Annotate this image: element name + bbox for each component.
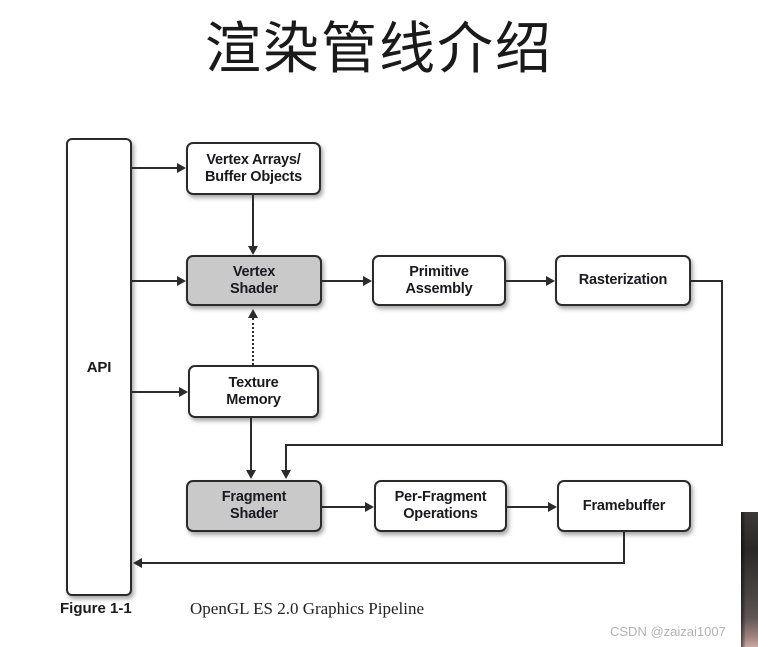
node-texture-memory[interactable]: Texture Memory [188,365,319,418]
node-fragment-shader[interactable]: Fragment Shader [186,480,322,532]
node-primitive-assembly[interactable]: Primitive Assembly [372,255,506,306]
arrowhead-api-to-vertex-arrays [177,163,186,173]
node-texture-memory-label: Texture Memory [222,375,284,409]
arrowhead-api-to-vertex-shader [177,276,186,286]
node-vao-line2: Buffer Objects [204,168,303,185]
node-rasterization[interactable]: Rasterization [555,255,691,306]
node-vshader-line2: Shader [230,280,278,297]
edge-vertex-arrays-to-vertex-shader [252,195,254,247]
edge-texture-memory-to-vertex-shader-dotted [252,318,254,365]
arrowhead-vertex-arrays-to-vertex-shader [248,246,258,255]
arrowhead-api-to-texture-memory [179,387,188,397]
edge-fragment-shader-to-per-fragment-operations [322,506,368,508]
node-perfrag-line2: Operations [403,506,478,522]
figure-caption-text: OpenGL ES 2.0 Graphics Pipeline [190,599,425,618]
edge-api-to-vertex-shader [132,280,180,282]
node-api-label: API [86,358,112,376]
node-per-fragment-operations[interactable]: Per-Fragment Operations [374,480,507,532]
edge-vertex-shader-to-primitive-assembly [322,280,366,282]
node-per-fragment-operations-label: Per-Fragment Operations [391,489,491,523]
node-framebuffer[interactable]: Framebuffer [557,480,691,532]
node-perfrag-line1: Per-Fragment [394,489,487,505]
figure-caption-number: Figure 1-1 [60,600,132,617]
node-vertex-shader[interactable]: Vertex Shader [186,255,322,306]
edge-rasterization-exit [691,280,723,282]
edge-rasterization-across [285,444,723,446]
edge-api-to-vertex-arrays [132,167,180,169]
node-texmem-line1: Texture [228,374,279,391]
node-api[interactable]: API [66,138,132,596]
arrowhead-framebuffer-to-api [133,558,142,568]
node-fshader-line1: Fragment [221,489,287,505]
edge-framebuffer-to-api [142,562,625,564]
edge-api-to-texture-memory [132,391,182,393]
page-title: 渲染管线介绍 [205,19,553,81]
node-vertex-arrays-label: Vertex Arrays/ Buffer Objects [201,152,306,186]
node-prim-line2: Assembly [405,280,473,297]
arrowhead-texture-memory-to-fragment-shader [246,470,256,479]
arrowhead-texture-memory-to-vertex-shader [248,309,258,318]
arrowhead-vertex-shader-to-primitive-assembly [363,276,372,286]
node-fragment-shader-label: Fragment Shader [218,489,290,523]
node-rasterization-label: Rasterization [578,272,668,288]
edge-per-fragment-operations-to-framebuffer [507,506,551,508]
edge-framebuffer-down [623,532,625,564]
arrowhead-primitive-assembly-to-rasterization [546,276,555,286]
node-texmem-line2: Memory [226,391,281,408]
arrowhead-per-fragment-operations-to-framebuffer [548,502,557,512]
node-framebuffer-label: Framebuffer [582,497,666,514]
node-primitive-assembly-label: Primitive Assembly [402,264,477,298]
node-vshader-line1: Vertex [232,263,276,280]
node-vao-line1: Vertex Arrays/ [206,151,301,168]
node-vertex-arrays-buffer-objects[interactable]: Vertex Arrays/ Buffer Objects [186,142,321,195]
arrowhead-rasterization-to-fragment-shader [281,470,291,479]
edge-rasterization-down [721,280,723,446]
edge-texture-memory-to-fragment-shader [250,418,252,472]
edge-rasterization-into-fragment-shader [285,444,287,472]
csdn-watermark: CSDN @zaizai1007 [610,624,726,639]
node-fshader-line2: Shader [230,506,278,522]
right-edge-image-shadow [741,512,746,647]
node-prim-line1: Primitive [409,263,469,280]
arrowhead-fragment-shader-to-per-fragment-operations [365,502,374,512]
edge-primitive-assembly-to-rasterization [506,280,550,282]
node-vertex-shader-label: Vertex Shader [226,264,282,298]
